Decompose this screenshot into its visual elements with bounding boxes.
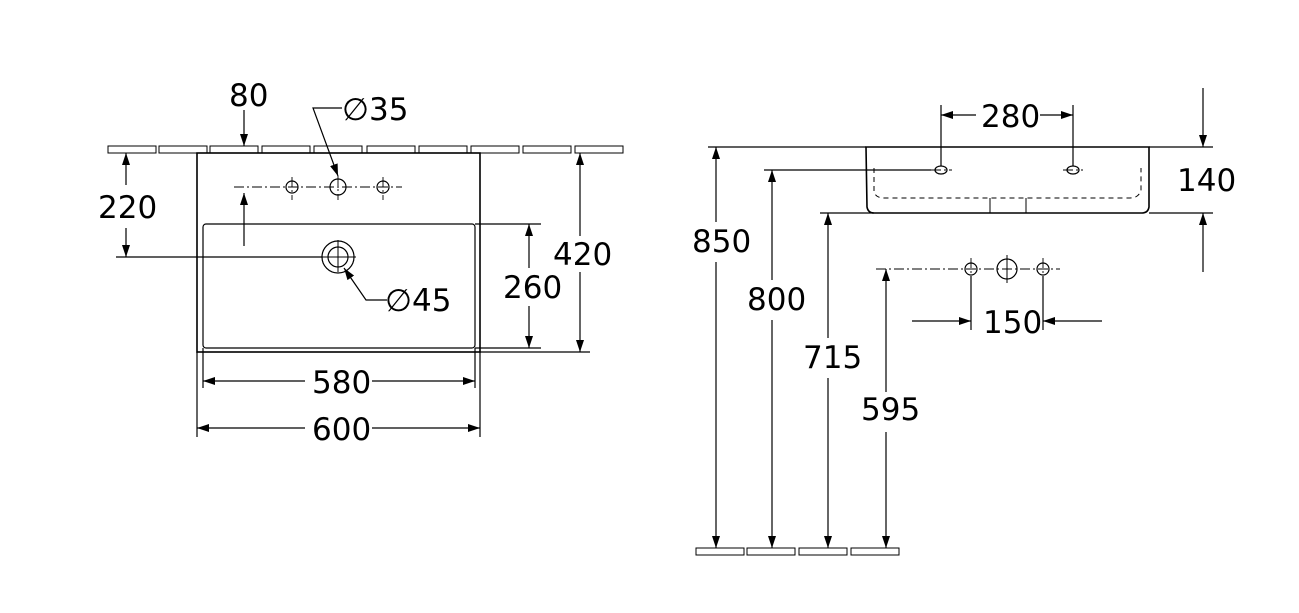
dim-tap-hole-diameter: ∅35 — [342, 92, 408, 128]
wall-strip-top — [107, 145, 624, 154]
dim-bowl-width: 580 — [312, 365, 371, 401]
dim-overall-depth: 420 — [553, 237, 612, 273]
basin-inner-hidden-line — [873, 168, 1142, 199]
dim-connection-height: 595 — [861, 392, 920, 428]
dim-top-height: 850 — [692, 224, 751, 260]
floor-strip — [695, 547, 900, 556]
dim-drain-height: 220 — [98, 190, 157, 226]
dim-basin-height: 140 — [1177, 163, 1236, 199]
dim-tap-hole-spacing: 280 — [981, 99, 1040, 135]
front-view: 80 ∅35 220 ∅45 260 420 580 600 — [98, 78, 624, 448]
tap-hole-center — [329, 176, 347, 200]
dim-connection-spacing: 150 — [983, 305, 1042, 341]
dim-tap-height: 800 — [747, 282, 806, 318]
tap-hole-right — [376, 177, 390, 200]
tap-hole-left — [285, 177, 299, 200]
waste-connection — [996, 255, 1018, 283]
dim-tap-offset: 80 — [229, 78, 268, 114]
dim-overall-width: 600 — [312, 412, 371, 448]
dim-bottom-height: 715 — [803, 340, 862, 376]
tap-hole-side-right — [1063, 165, 1083, 175]
dim-drain-diameter: ∅45 — [385, 283, 451, 319]
basin-side-outline — [865, 146, 1150, 214]
tap-hole-side-left — [931, 165, 952, 175]
side-view: 280 140 850 800 715 — [692, 88, 1236, 556]
bowl-outline — [202, 223, 476, 349]
basin-outline — [196, 152, 481, 353]
drain — [321, 240, 356, 274]
dim-bowl-depth: 260 — [503, 270, 562, 306]
